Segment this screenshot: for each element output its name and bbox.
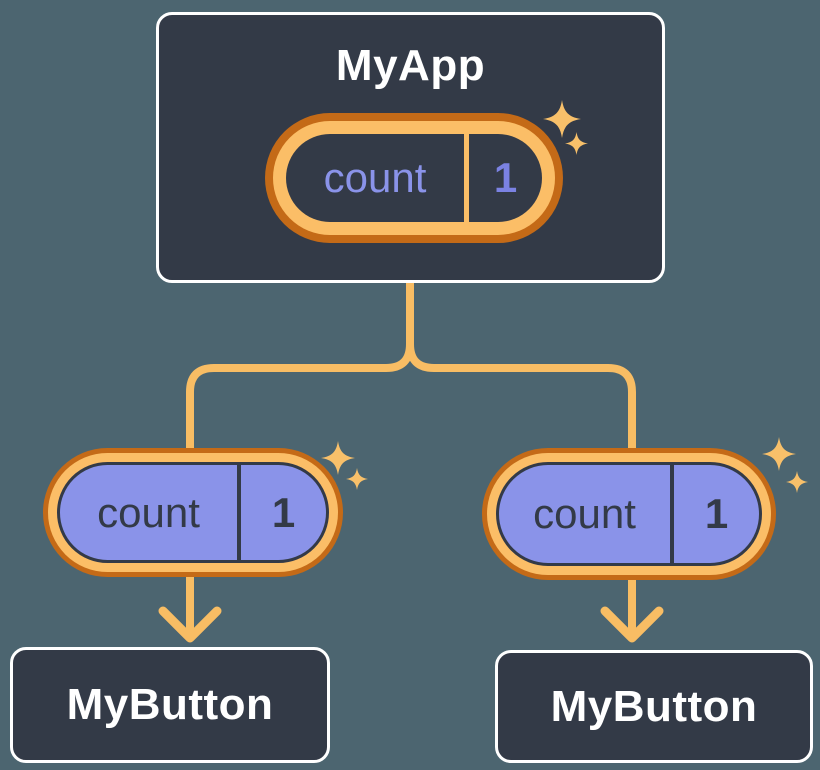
- pill-divider: [237, 465, 241, 560]
- prop-pill-body: count 1: [57, 462, 329, 563]
- prop-pill-ring: count 1: [48, 453, 338, 572]
- prop-pill-right: count 1: [482, 448, 776, 580]
- arrow-down-icon: [158, 606, 222, 643]
- sparkle-icon: [346, 468, 368, 490]
- arrow-down-icon: [600, 606, 664, 643]
- pill-divider: [464, 134, 469, 222]
- prop-pill-ring: count 1: [487, 453, 771, 575]
- state-value: 1: [493, 154, 518, 201]
- prop-name: count: [533, 490, 636, 537]
- prop-value: 1: [271, 488, 296, 536]
- prop-pill-body: count 1: [496, 462, 762, 566]
- sparkle-icon: [543, 100, 581, 138]
- component-title: MyApp: [335, 41, 486, 90]
- prop-name: count: [97, 488, 200, 536]
- state-pill-body: count 1: [286, 134, 542, 222]
- component-title: MyButton: [550, 681, 758, 731]
- pill-divider: [670, 465, 674, 563]
- component-title: MyButton: [66, 680, 274, 729]
- sparkle-icon: [762, 437, 796, 471]
- sparkle-icon: [786, 471, 808, 493]
- state-name: count: [323, 154, 427, 201]
- component-card-mybutton-left: MyButton: [10, 647, 330, 763]
- connector-right: [406, 281, 636, 635]
- state-pill-ring: count 1: [273, 121, 555, 235]
- prop-pill-left: count 1: [43, 448, 343, 577]
- sparkle-icon: [321, 441, 355, 475]
- prop-value: 1: [704, 490, 729, 537]
- state-pill: count 1: [265, 113, 563, 243]
- component-card-mybutton-right: MyButton: [495, 650, 813, 763]
- sparkle-icon: [565, 132, 588, 155]
